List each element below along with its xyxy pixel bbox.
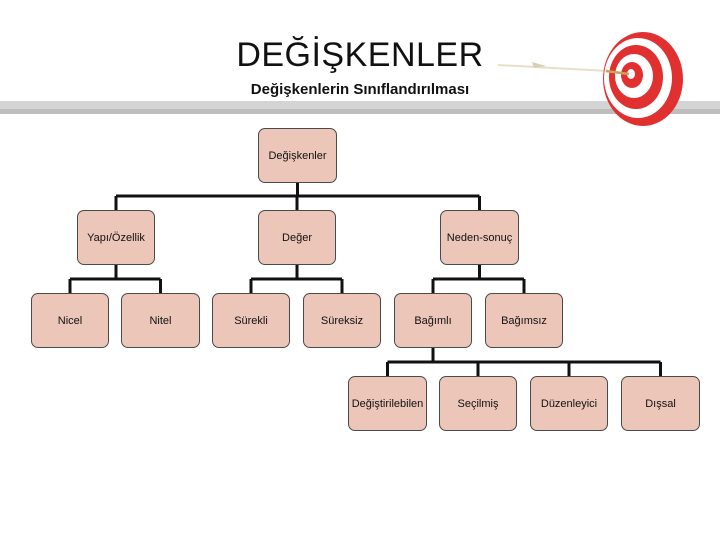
node-label: Düzenleyici (540, 397, 598, 410)
node-deger: Değer (258, 210, 336, 265)
node-sureksiz: Süreksiz (303, 293, 381, 348)
node-label: Süreksiz (320, 314, 364, 327)
node-label: Değer (282, 231, 312, 244)
node-label: Yapı/Özellik (87, 231, 145, 244)
page-subtitle: Değişkenlerin Sınıflandırılması (250, 81, 470, 98)
node-neden-sonuc: Neden-sonuç (440, 210, 519, 265)
target-with-arrow-icon (488, 32, 683, 126)
node-label: Neden-sonuç (446, 231, 513, 244)
node-degistirilebilen: Değiştirilebilen (348, 376, 427, 431)
node-label: Nicel (57, 314, 83, 327)
node-label: Dışsal (645, 397, 676, 410)
node-label: Nitel (149, 314, 172, 327)
node-label: Sürekli (234, 314, 268, 327)
node-nitel: Nitel (121, 293, 200, 348)
node-label: Bağımsız (501, 314, 547, 327)
node-label: Değişkenler (268, 149, 327, 162)
node-yapi-ozellik: Yapı/Özellik (77, 210, 155, 265)
node-degiskenler: Değişkenler (258, 128, 337, 183)
node-dissal: Dışsal (621, 376, 700, 431)
node-secilmis: Seçilmiş (439, 376, 517, 431)
node-duzenleyici: Düzenleyici (530, 376, 608, 431)
node-bagimsiz: Bağımsız (485, 293, 563, 348)
node-bagimli: Bağımlı (394, 293, 472, 348)
node-label: Seçilmiş (457, 397, 499, 410)
page-title: DEĞİŞKENLER (236, 36, 484, 74)
header-divider (0, 101, 720, 117)
node-nicel: Nicel (31, 293, 109, 348)
node-label: Bağımlı (414, 314, 452, 327)
node-label: Değiştirilebilen (351, 397, 424, 410)
node-surekli: Sürekli (212, 293, 290, 348)
